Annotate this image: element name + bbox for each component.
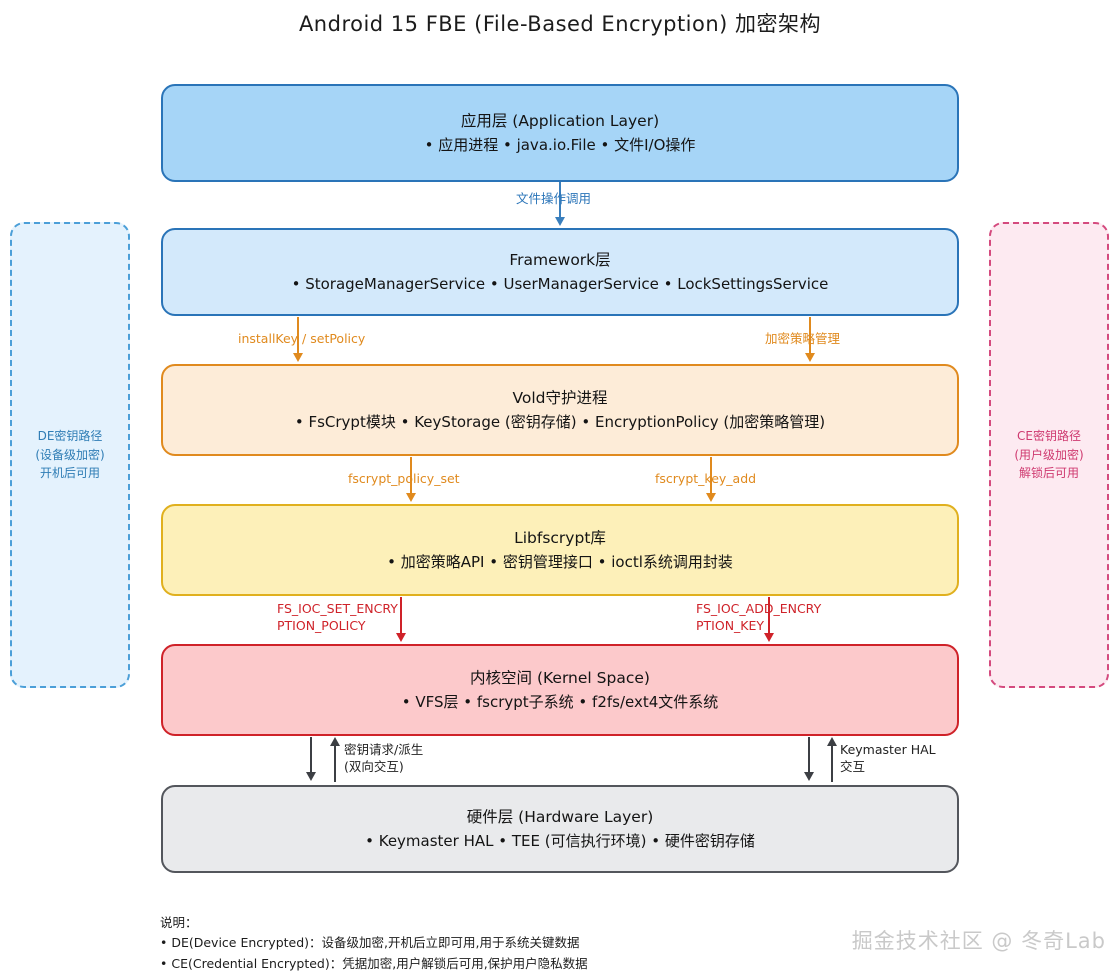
- connector-line-app-to-framework: [559, 182, 561, 219]
- connector-line-lib-to-kernel-left: [400, 597, 402, 635]
- layer-box-vold[interactable]: Vold守护进程 • FsCrypt模块 • KeyStorage (密钥存储)…: [161, 364, 959, 456]
- connector-line-kernel-to-hw-down-left: [310, 737, 312, 775]
- arrowhead-hw-to-kernel-up-right: [826, 737, 837, 746]
- connector-label-kernel-to-hw-right: Keymaster HAL 交互: [840, 742, 936, 774]
- side-panel-ce-key-path: CE密钥路径 (用户级加密) 解锁后可用: [989, 222, 1109, 688]
- arrowhead-hw-to-kernel-up-left: [329, 737, 340, 746]
- arrowhead-framework-to-vold-left: [292, 353, 303, 362]
- layer-title-application: 应用层 (Application Layer): [460, 111, 660, 130]
- layer-items-kernel: • VFS层 • fscrypt子系统 • f2fs/ext4文件系统: [401, 692, 719, 711]
- connector-label-vold-to-lib-left: fscrypt_policy_set: [348, 471, 460, 486]
- arrowhead-app-to-framework: [554, 217, 565, 226]
- layer-title-kernel: 内核空间 (Kernel Space): [470, 668, 650, 687]
- arrowhead-kernel-to-hw-down-right: [803, 772, 814, 781]
- layer-title-libfscrypt: Libfscrypt库: [514, 528, 606, 547]
- legend-block: 说明： • DE(Device Encrypted)：设备级加密,开机后立即可用…: [160, 913, 588, 974]
- connector-label-lib-to-kernel-right: FS_IOC_ADD_ENCRY PTION_KEY: [696, 601, 822, 633]
- layer-title-hardware: 硬件层 (Hardware Layer): [466, 807, 654, 826]
- legend-heading: 说明：: [160, 915, 198, 930]
- connector-label-framework-to-vold-right: 加密策略管理: [765, 331, 841, 346]
- layer-items-framework: • StorageManagerService • UserManagerSer…: [291, 274, 829, 293]
- layer-items-hardware: • Keymaster HAL • TEE (可信执行环境) • 硬件密钥存储: [365, 831, 755, 850]
- side-panel-de-key-path: DE密钥路径 (设备级加密) 开机后可用: [10, 222, 130, 688]
- page-title: Android 15 FBE (File-Based Encryption) 加…: [298, 12, 822, 36]
- layer-box-hardware[interactable]: 硬件层 (Hardware Layer) • Keymaster HAL • T…: [161, 785, 959, 873]
- layer-items-vold: • FsCrypt模块 • KeyStorage (密钥存储) • Encryp…: [294, 412, 826, 431]
- arrowhead-vold-to-lib-left: [405, 493, 416, 502]
- side-panel-ce-label: CE密钥路径 (用户级加密) 解锁后可用: [1014, 429, 1084, 481]
- connector-label-vold-to-lib-right: fscrypt_key_add: [655, 471, 757, 486]
- layer-title-vold: Vold守护进程: [512, 388, 608, 407]
- connector-label-framework-to-vold-left: installKey / setPolicy: [238, 331, 366, 346]
- connector-label-kernel-to-hw-left: 密钥请求/派生 (双向交互): [344, 742, 424, 774]
- connector-line-vold-to-lib-right: [710, 457, 712, 495]
- connector-line-lib-to-kernel-right: [768, 597, 770, 635]
- layer-box-application[interactable]: 应用层 (Application Layer) • 应用进程 • java.io…: [161, 84, 959, 182]
- arrowhead-lib-to-kernel-right: [763, 633, 774, 642]
- layer-items-application: • 应用进程 • java.io.File • 文件I/O操作: [424, 135, 696, 154]
- layer-box-framework[interactable]: Framework层 • StorageManagerService • Use…: [161, 228, 959, 316]
- arrowhead-kernel-to-hw-down-left: [305, 772, 316, 781]
- watermark: 掘金技术社区 @ 冬奇Lab: [851, 929, 1106, 953]
- arrowhead-framework-to-vold-right: [804, 353, 815, 362]
- connector-line-framework-to-vold-left: [297, 317, 299, 355]
- layer-items-libfscrypt: • 加密策略API • 密钥管理接口 • ioctl系统调用封装: [387, 552, 733, 571]
- legend-line-de: • DE(Device Encrypted)：设备级加密,开机后立即可用,用于系…: [160, 935, 580, 951]
- layer-box-kernel[interactable]: 内核空间 (Kernel Space) • VFS层 • fscrypt子系统 …: [161, 644, 959, 736]
- side-panel-de-label: DE密钥路径 (设备级加密) 开机后可用: [35, 429, 105, 481]
- connector-line-hw-to-kernel-up-left: [334, 744, 336, 782]
- connector-line-hw-to-kernel-up-right: [831, 744, 833, 782]
- connector-label-app-to-framework: 文件操作调用: [516, 191, 592, 206]
- connector-label-lib-to-kernel-left: FS_IOC_SET_ENCRY PTION_POLICY: [277, 601, 398, 633]
- layer-title-framework: Framework层: [509, 250, 611, 269]
- connector-line-kernel-to-hw-down-right: [808, 737, 810, 775]
- layer-box-libfscrypt[interactable]: Libfscrypt库 • 加密策略API • 密钥管理接口 • ioctl系统…: [161, 504, 959, 596]
- connector-line-vold-to-lib-left: [410, 457, 412, 495]
- arrowhead-vold-to-lib-right: [705, 493, 716, 502]
- connector-line-framework-to-vold-right: [809, 317, 811, 355]
- arrowhead-lib-to-kernel-left: [395, 633, 406, 642]
- legend-line-ce: • CE(Credential Encrypted)：凭据加密,用户解锁后可用,…: [160, 955, 588, 971]
